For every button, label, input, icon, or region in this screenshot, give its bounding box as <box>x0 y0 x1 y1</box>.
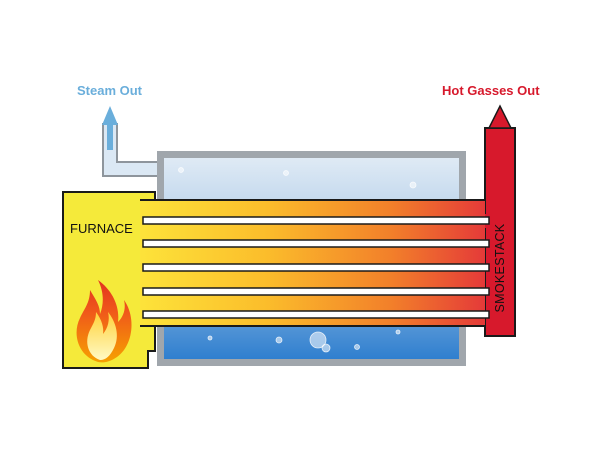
flame-icon <box>76 280 132 363</box>
smokestack-label: SMOKESTACK <box>493 223 507 313</box>
hot-gasses-out-label: Hot Gasses Out <box>442 83 540 98</box>
steam-arrow-icon <box>102 106 118 150</box>
tube-separators <box>142 216 490 319</box>
gas-arrow-icon <box>487 104 513 129</box>
steam-out-label: Steam Out <box>77 83 143 98</box>
furnace-label: FURNACE <box>70 221 133 236</box>
fire-tubes <box>140 199 485 327</box>
